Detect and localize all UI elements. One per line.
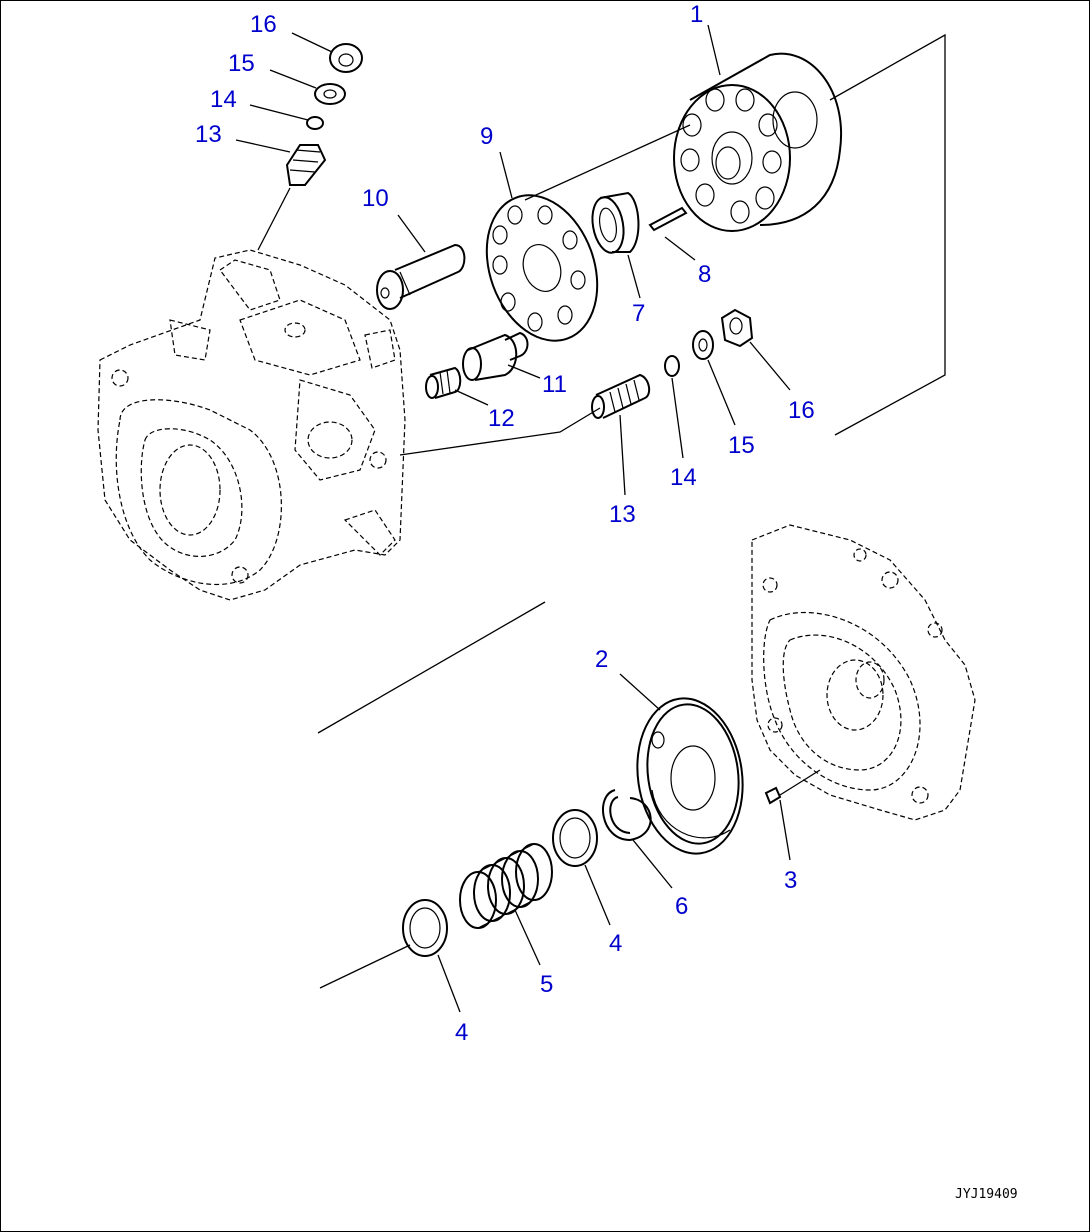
callout-15-upper: 15 — [228, 50, 255, 77]
callout-7: 7 — [632, 300, 645, 327]
axis-lines — [317, 33, 946, 989]
callout-15-lower: 15 — [728, 432, 755, 459]
cylinder-block — [673, 52, 843, 232]
valve-plate — [636, 697, 744, 855]
spacer-upper — [552, 809, 598, 867]
callout-14-lower: 14 — [670, 464, 697, 491]
callout-16-upper: 16 — [250, 11, 277, 38]
spacer-lower — [402, 899, 448, 957]
callout-3: 3 — [784, 867, 797, 894]
plunger — [425, 366, 462, 399]
callout-5: 5 — [540, 971, 553, 998]
callout-12: 12 — [488, 405, 515, 432]
end-cover — [751, 524, 976, 821]
pin — [648, 206, 688, 232]
retainer-plate — [485, 194, 599, 342]
leader-lines — [235, 24, 791, 1013]
callout-11: 11 — [542, 371, 567, 398]
dowel-pin — [764, 786, 782, 805]
piston — [376, 243, 466, 310]
callout-4-upper: 4 — [609, 930, 622, 957]
nut-lower — [720, 308, 754, 348]
spring — [459, 843, 553, 929]
callout-13-lower: 13 — [609, 501, 636, 528]
callout-6: 6 — [675, 893, 688, 920]
callout-4-lower: 4 — [455, 1019, 468, 1046]
callout-1: 1 — [690, 1, 703, 28]
o-ring-upper — [306, 116, 324, 130]
washer-lower — [692, 330, 714, 360]
valve-plug-upper — [285, 144, 327, 186]
callout-2: 2 — [595, 646, 608, 673]
o-ring-lower — [664, 355, 680, 377]
callout-14-upper: 14 — [210, 86, 237, 113]
callout-13-upper: 13 — [195, 121, 222, 148]
nut-upper — [329, 43, 363, 73]
valve-plug-lower — [591, 373, 651, 419]
spring-guide — [462, 331, 529, 381]
callout-labels: 16 15 14 13 1 9 10 8 7 11 12 16 15 14 13… — [195, 1, 815, 1046]
callout-16-lower: 16 — [788, 397, 815, 424]
callout-8: 8 — [698, 261, 711, 288]
callout-9: 9 — [480, 123, 493, 150]
callout-10: 10 — [362, 185, 389, 212]
snap-ring — [602, 789, 652, 842]
drawing-code: JYJ19409 — [955, 1187, 1018, 1202]
spherical-bushing — [591, 191, 640, 254]
pump-housing — [97, 249, 406, 601]
washer-upper — [314, 83, 346, 105]
